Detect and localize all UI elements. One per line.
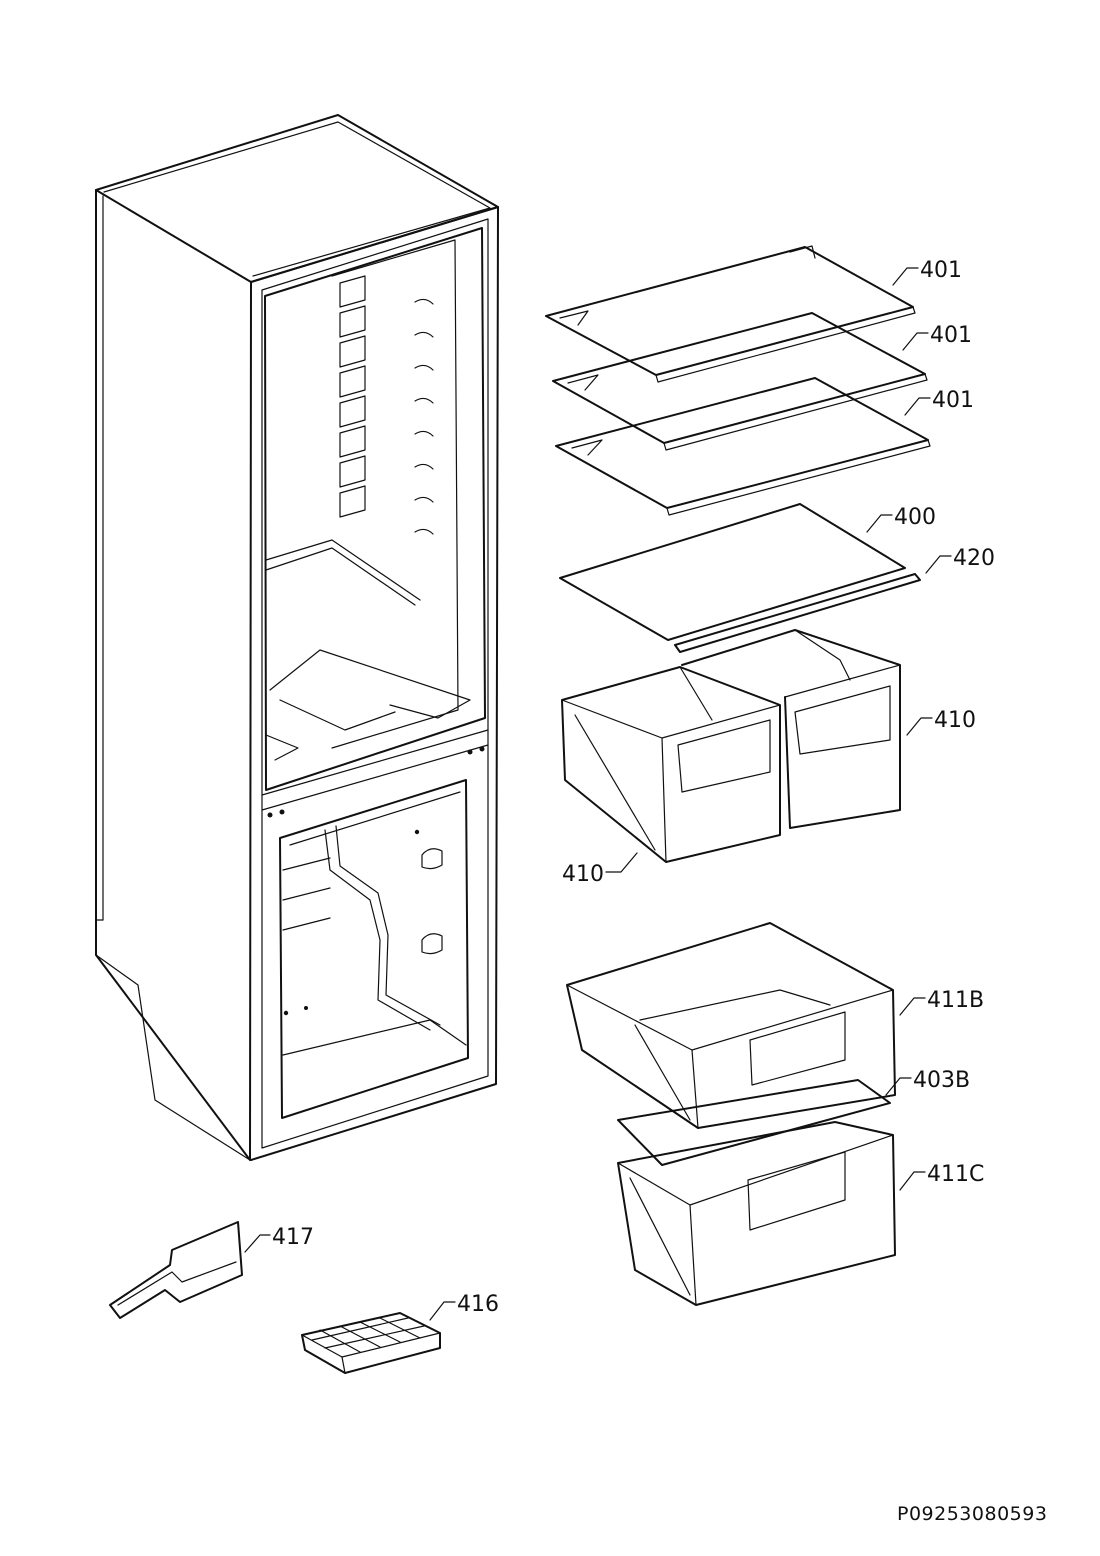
fridge-cabinet [95, 114, 499, 1161]
shelf-trim-420 [674, 573, 921, 653]
freezer-shelf-403b [617, 1079, 891, 1166]
label-403b: 403B [913, 1068, 970, 1093]
ice-cube-tray-416 [301, 1312, 441, 1374]
crisper-drawer-right [681, 629, 901, 829]
leader-lines [244, 267, 952, 1321]
label-411c: 411C [927, 1162, 984, 1187]
label-417: 417 [272, 1225, 314, 1250]
glass-shelf-401-middle [552, 312, 928, 451]
crisper-drawer-left [561, 666, 781, 863]
label-401-middle: 401 [930, 323, 972, 348]
label-401-top: 401 [920, 258, 962, 283]
label-401-lower: 401 [932, 388, 974, 413]
label-410-left: 410 [562, 862, 604, 887]
glass-shelf-401-top [545, 245, 916, 383]
label-400: 400 [894, 505, 936, 530]
document-code: P09253080593 [897, 1503, 1047, 1525]
label-416: 416 [457, 1292, 499, 1317]
freezer-drawer-411c [617, 1121, 896, 1306]
label-410-right: 410 [934, 708, 976, 733]
glass-shelf-401-lower [555, 377, 931, 516]
label-411b: 411B [927, 988, 984, 1013]
label-420: 420 [953, 546, 995, 571]
glass-shelf-400 [559, 503, 906, 641]
shelf-support-rails [339, 275, 434, 535]
ice-scoop-417 [109, 1221, 243, 1319]
freezer-drawer-411b [566, 922, 896, 1129]
